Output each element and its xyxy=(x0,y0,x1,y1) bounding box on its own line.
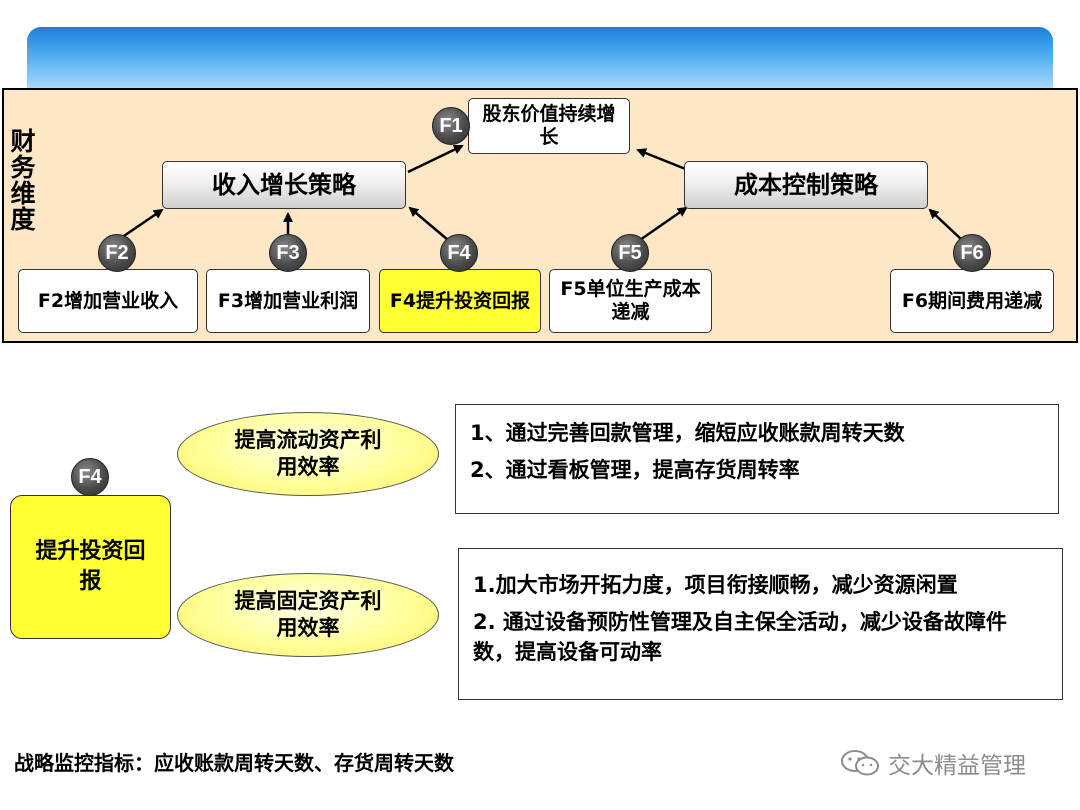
measure-item: 1、通过完善回款管理，缩短应收账款周转天数 xyxy=(470,421,905,445)
goal-text: 股东价值持续增长 xyxy=(482,103,616,148)
objective-f6-text: F6期间费用递减 xyxy=(901,289,1043,312)
ellipse-current-assets: 提高流动资产利用效率 xyxy=(177,412,439,496)
revenue-strategy-text: 收入增长策略 xyxy=(212,170,356,199)
monitoring-indicators: 战略监控指标：应收账款周转天数、存货周转天数 xyxy=(14,751,454,775)
measure-item: 2. 通过设备预防性管理及自主保全活动，减少设备故障件数，提高设备可动率 xyxy=(473,610,1007,664)
badge-f2: F2 xyxy=(98,234,136,272)
ellipse-fixed-assets-text: 提高固定资产利用效率 xyxy=(234,588,382,640)
objective-f3-text: F3增加营业利润 xyxy=(217,289,359,312)
revenue-strategy-box: 收入增长策略 xyxy=(162,161,406,209)
cost-strategy-text: 成本控制策略 xyxy=(734,170,878,199)
ellipse-fixed-assets: 提高固定资产利用效率 xyxy=(177,573,439,657)
goal-box: 股东价值持续增长 xyxy=(468,98,630,154)
measures-current-assets: 1、通过完善回款管理，缩短应收账款周转天数 2、通过看板管理，提高存货周转率 xyxy=(455,404,1059,514)
cost-strategy-box: 成本控制策略 xyxy=(684,161,928,209)
f4-detail-text: 提升投资回报 xyxy=(35,539,146,594)
objective-f4-text: F4提升投资回报 xyxy=(389,289,531,312)
watermark-text: 交大精益管理 xyxy=(888,753,1026,779)
ellipse-current-assets-text: 提高流动资产利用效率 xyxy=(234,427,382,479)
objective-f3: F3增加营业利润 xyxy=(206,269,370,333)
objective-f5-text: F5单位生产成本递减 xyxy=(560,278,701,323)
objective-f5: F5单位生产成本递减 xyxy=(549,269,712,333)
badge-f3: F3 xyxy=(269,234,307,272)
objective-f4: F4提升投资回报 xyxy=(379,269,541,333)
watermark: 交大精益管理 xyxy=(840,746,1026,780)
badge-f5: F5 xyxy=(611,234,649,272)
badge-f1: F1 xyxy=(432,107,470,145)
badge-f6: F6 xyxy=(953,234,991,272)
badge-f4: F4 xyxy=(440,234,478,272)
objective-f2: F2增加营业收入 xyxy=(18,269,198,333)
objective-f6: F6期间费用递减 xyxy=(890,269,1054,333)
badge-f4-detail: F4 xyxy=(71,458,109,496)
measures-fixed-assets: 1.加大市场开拓力度，项目衔接顺畅，减少资源闲置 2. 通过设备预防性管理及自主… xyxy=(458,548,1063,700)
objective-f2-text: F2增加营业收入 xyxy=(37,289,179,312)
measure-item: 1.加大市场开拓力度，项目衔接顺畅，减少资源闲置 xyxy=(473,573,958,597)
f4-detail-box: 提升投资回报 xyxy=(10,495,171,639)
measure-item: 2、通过看板管理，提高存货周转率 xyxy=(470,458,800,483)
dimension-label: 财务维度 xyxy=(7,128,36,232)
wechat-icon xyxy=(841,750,879,776)
